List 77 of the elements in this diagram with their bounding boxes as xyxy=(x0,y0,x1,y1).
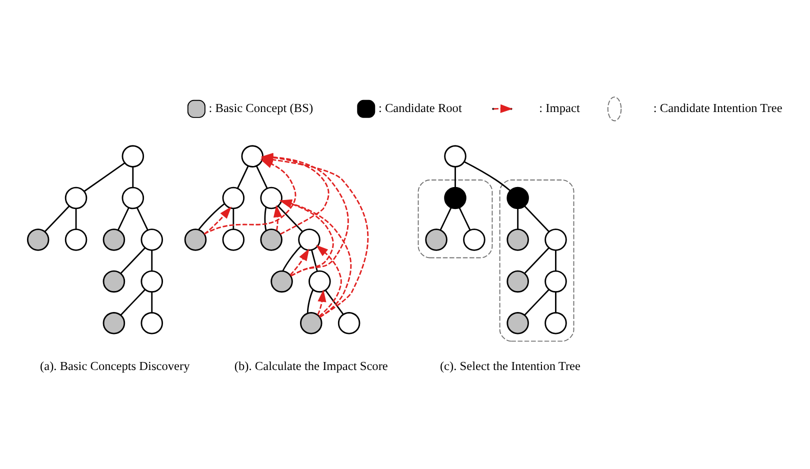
connector xyxy=(310,249,318,271)
connector xyxy=(555,292,556,312)
cluster xyxy=(499,179,574,342)
connector xyxy=(198,202,225,230)
arrow xyxy=(316,244,342,316)
connector xyxy=(458,207,471,230)
connector xyxy=(75,208,77,229)
connector xyxy=(440,207,452,230)
node-circle xyxy=(298,228,320,250)
node-circle xyxy=(140,270,164,292)
node-circle xyxy=(102,228,126,250)
connector xyxy=(136,207,148,230)
node-circle xyxy=(308,270,331,292)
node-circle xyxy=(506,312,529,334)
node-circle xyxy=(506,270,529,292)
node-circle xyxy=(64,186,88,209)
legend-label: : Candidate Intention Tree xyxy=(653,100,782,115)
connector xyxy=(132,166,134,188)
connector xyxy=(524,247,550,274)
node-circle xyxy=(102,270,126,292)
connector xyxy=(517,208,519,229)
node-circle xyxy=(222,228,245,250)
connector xyxy=(236,165,249,188)
legend-label: : Basic Concept (BS) xyxy=(208,100,314,115)
node-circle xyxy=(425,228,448,250)
legend-label: : Impact xyxy=(539,100,580,115)
node-circle xyxy=(26,228,50,250)
arrow xyxy=(290,248,310,275)
node-circle xyxy=(544,312,567,334)
connector xyxy=(120,288,146,315)
connector xyxy=(118,207,130,230)
connector xyxy=(232,208,234,229)
label: (c). Select the Intention Tree xyxy=(440,358,580,373)
connector xyxy=(151,292,153,312)
node-circle xyxy=(140,228,164,250)
connector xyxy=(524,205,550,232)
cluster xyxy=(418,179,493,258)
node-circle xyxy=(241,144,264,167)
node-circle xyxy=(122,144,144,167)
arrow xyxy=(273,204,282,230)
connector xyxy=(325,290,344,314)
connector xyxy=(555,250,556,270)
arrow xyxy=(204,206,232,234)
node-circle xyxy=(506,186,529,209)
connector xyxy=(306,288,314,313)
node-circle xyxy=(463,228,486,250)
node-circle xyxy=(544,270,567,292)
node-circle xyxy=(260,228,282,250)
label: (b). Calculate the Impact Score xyxy=(234,358,388,373)
node-circle xyxy=(102,312,126,334)
node-circle xyxy=(184,228,207,250)
arrow xyxy=(317,289,326,315)
connector xyxy=(278,205,303,232)
connector xyxy=(282,245,302,271)
connector xyxy=(151,250,153,270)
node-circle xyxy=(222,186,245,209)
connector xyxy=(264,206,267,230)
node-circle xyxy=(506,228,529,250)
connector xyxy=(524,288,550,315)
node-circle xyxy=(444,186,466,209)
connector xyxy=(464,160,510,190)
node-circle xyxy=(122,186,144,209)
connector xyxy=(256,165,268,188)
connector xyxy=(120,247,146,274)
node-circle xyxy=(444,144,466,167)
node-circle xyxy=(338,312,360,334)
node-circle xyxy=(64,228,88,250)
node-circle xyxy=(140,312,164,334)
connector xyxy=(454,166,456,188)
node-circle xyxy=(260,186,282,209)
label: (a). Basic Concepts Discovery xyxy=(40,358,190,373)
legend-label: : Candidate Root xyxy=(378,100,462,115)
connector xyxy=(44,205,70,232)
connector xyxy=(84,162,126,192)
node-circle xyxy=(544,228,567,250)
node-circle xyxy=(300,312,322,334)
node-circle xyxy=(270,270,293,292)
